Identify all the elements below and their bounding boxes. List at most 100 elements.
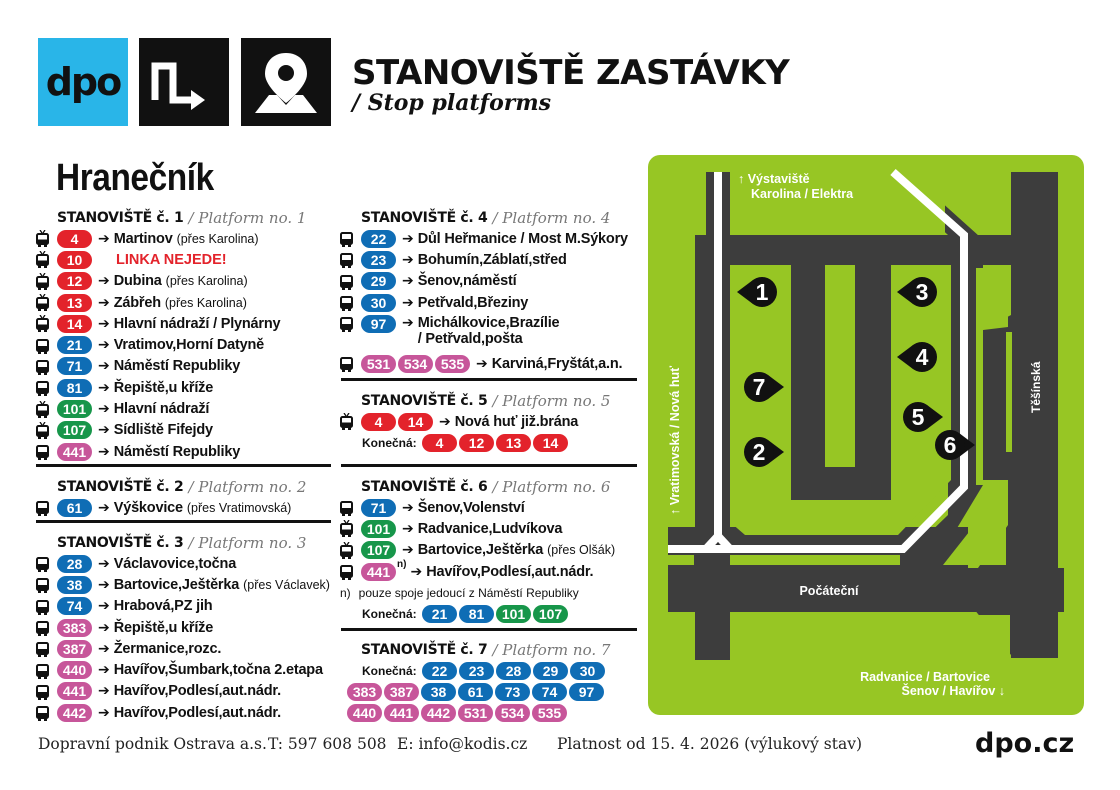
line-badge-61[interactable]: 61 [458, 682, 493, 701]
section-title: STANOVIŠTĚ č. 1 [57, 210, 184, 226]
line-badge-71[interactable]: 71 [361, 498, 396, 517]
line-badge-12[interactable]: 12 [57, 272, 92, 291]
line-badge-534[interactable]: 534 [495, 704, 530, 723]
line-badge-535[interactable]: 535 [435, 354, 470, 373]
line-row: 107➔Bartovice,Ještěrka(přes Olšák) [340, 540, 615, 561]
marker-circle [747, 277, 777, 307]
line-badges: 13 [57, 293, 94, 312]
platform-marker-6[interactable]: 6 [935, 430, 975, 460]
section-subtitle: / Platform no. 7 [492, 641, 611, 659]
line-badge-22[interactable]: 22 [361, 229, 396, 248]
line-badge-73[interactable]: 73 [495, 682, 530, 701]
line-badge-534[interactable]: 534 [398, 354, 433, 373]
destination-name: Nová huť již.brána [454, 413, 579, 430]
line-badge-13[interactable]: 13 [57, 293, 92, 312]
platform-marker-2[interactable]: 2 [744, 437, 784, 467]
line-badge-23[interactable]: 23 [459, 661, 494, 680]
destination-name: Šenov,Volenství [417, 499, 525, 516]
line-badge-387[interactable]: 387 [384, 682, 419, 701]
line-badge-442[interactable]: 442 [421, 704, 456, 723]
destination-name: Václavovice,točna [113, 555, 237, 572]
line-badge-531[interactable]: 531 [458, 704, 493, 723]
line-badge-74[interactable]: 74 [57, 597, 92, 616]
line-badge-71[interactable]: 71 [57, 357, 92, 376]
platform-marker-3[interactable]: 3 [897, 277, 937, 307]
line-badge-107[interactable]: 107 [361, 541, 396, 560]
line-badge-107[interactable]: 107 [533, 605, 568, 624]
arrow-right-icon: ➔ [98, 358, 110, 375]
destination-name: Vratimov,Horní Datyně [113, 337, 264, 354]
line-badge-14[interactable]: 14 [57, 314, 92, 333]
line-badge-387[interactable]: 387 [57, 639, 92, 658]
line-badge-4[interactable]: 4 [422, 433, 457, 452]
platform-marker-1[interactable]: 1 [737, 277, 777, 307]
line-badge-441[interactable]: 441 [57, 682, 92, 701]
line-badge-21[interactable]: 21 [422, 605, 457, 624]
footer-website-link[interactable]: dpo.cz [975, 728, 1075, 759]
line-badge-38[interactable]: 38 [421, 682, 456, 701]
trolleybus-icon [36, 400, 49, 418]
section-subtitle: / Platform no. 6 [492, 478, 611, 496]
line-badge-12[interactable]: 12 [459, 433, 494, 452]
destination-name: Dubina [113, 273, 162, 290]
trolleybus-icon [36, 421, 49, 439]
line-badge-28[interactable]: 28 [496, 661, 531, 680]
line-badge-441[interactable]: 441 [361, 562, 396, 581]
platform-marker-5[interactable]: 5 [903, 402, 943, 432]
line-badge-383[interactable]: 383 [57, 618, 92, 637]
line-badge-38[interactable]: 38 [57, 575, 92, 594]
marker-circle [907, 342, 937, 372]
line-badge-81[interactable]: 81 [57, 378, 92, 397]
line-badge-22[interactable]: 22 [422, 661, 457, 680]
line-badge-23[interactable]: 23 [361, 250, 396, 269]
bus-icon [340, 355, 353, 373]
line-badge-4[interactable]: 4 [361, 412, 396, 431]
line-badge-29[interactable]: 29 [533, 661, 568, 680]
line-badge-30[interactable]: 30 [570, 661, 605, 680]
line-badge-101[interactable]: 101 [361, 519, 396, 538]
line-badge-440[interactable]: 440 [347, 704, 382, 723]
line-badge-531[interactable]: 531 [361, 354, 396, 373]
line-badge-13[interactable]: 13 [496, 433, 531, 452]
platform-number: 5 [912, 404, 925, 430]
section-title: STANOVIŠTĚ č. 4 [361, 210, 488, 226]
platform-marker-4[interactable]: 4 [897, 342, 937, 372]
line-badge-28[interactable]: 28 [57, 554, 92, 573]
marker-circle [744, 437, 774, 467]
line-badge-61[interactable]: 61 [57, 498, 92, 517]
line-badge-441[interactable]: 441 [384, 704, 419, 723]
platform-marker-7[interactable]: 7 [744, 372, 784, 402]
line-badge-97[interactable]: 97 [569, 682, 604, 701]
line-badge-383[interactable]: 383 [347, 682, 382, 701]
bus-icon [36, 640, 49, 658]
line-badge-14[interactable]: 14 [398, 412, 433, 431]
bus-icon [36, 662, 49, 679]
line-badge-101[interactable]: 101 [496, 605, 531, 624]
bus-icon [340, 315, 353, 333]
line-badge-4[interactable]: 4 [57, 229, 92, 248]
line-badge-97[interactable]: 97 [361, 315, 396, 334]
line-badge-440[interactable]: 440 [57, 661, 92, 680]
line-badge-81[interactable]: 81 [459, 605, 494, 624]
line-badge-107[interactable]: 107 [57, 421, 92, 440]
line-badge-10[interactable]: 10 [57, 250, 92, 269]
line-badge-21[interactable]: 21 [57, 336, 92, 355]
line-badge-441[interactable]: 441 [57, 442, 92, 461]
destination-name: Havířov,Šumbark,točna 2.etapa [113, 662, 323, 679]
line-row: 21➔Vratimov,Horní Datyně [36, 334, 306, 355]
line-badge-29[interactable]: 29 [361, 272, 396, 291]
line-badge-442[interactable]: 442 [57, 703, 92, 722]
arrow-right-icon: ➔ [439, 413, 451, 430]
line-badge-14[interactable]: 14 [533, 433, 568, 452]
line-badges: 441 [57, 682, 94, 701]
line-badge-535[interactable]: 535 [532, 704, 567, 723]
line-badge-101[interactable]: 101 [57, 400, 92, 419]
line-badge-74[interactable]: 74 [532, 682, 567, 701]
arrow-right-icon: ➔ [98, 662, 110, 679]
terminus-label: Konečná: [362, 607, 417, 622]
line-badge-30[interactable]: 30 [361, 293, 396, 312]
